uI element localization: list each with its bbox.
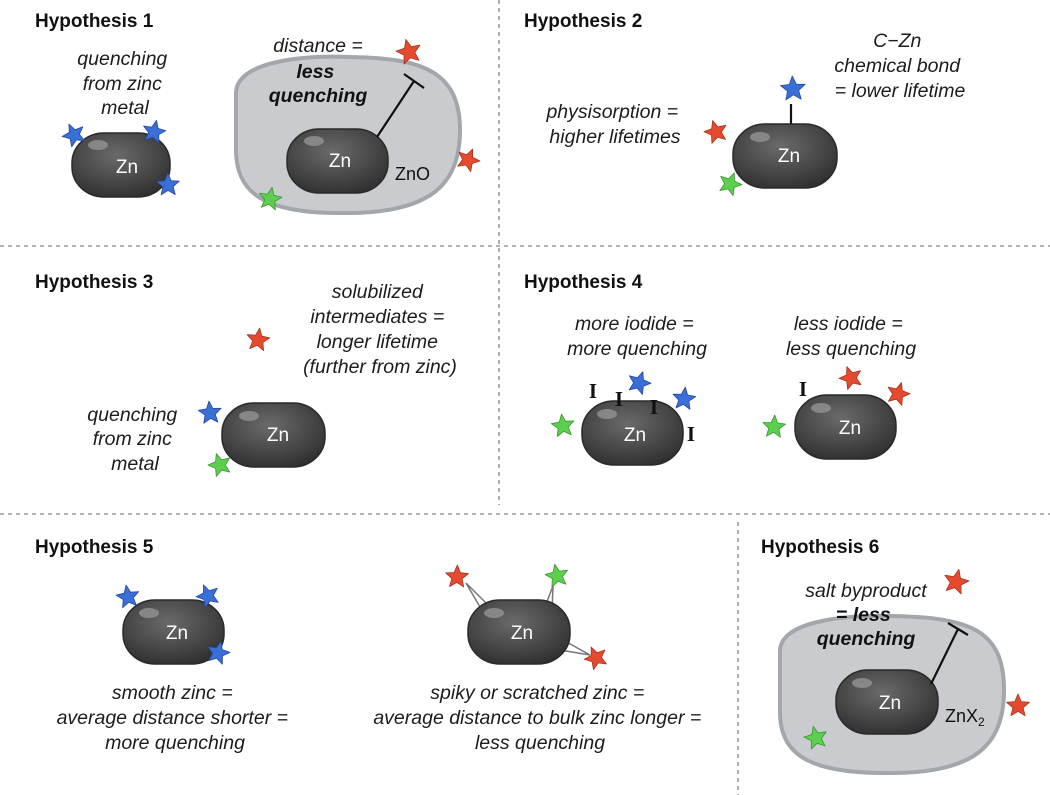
hypothesis-4-note-left: more iodide = more quenching	[567, 313, 707, 360]
hypothesis-1-title: Hypothesis 1	[35, 11, 154, 32]
red-star-icon	[703, 120, 727, 144]
red-star-icon	[1006, 693, 1030, 717]
hypothesis-3-note-top: solubilized intermediates = longer lifet…	[303, 281, 457, 378]
hypothesis-6-note: salt byproduct	[805, 580, 928, 602]
iodide-symbol: I	[799, 377, 807, 401]
zinc-label: Zn	[166, 623, 188, 644]
zinc-particle: Zn	[835, 669, 939, 735]
hypothesis-3-note-left: quenching from zinc metal	[87, 404, 182, 475]
znx2-label: ZnX2	[945, 706, 985, 729]
green-star-icon	[719, 172, 743, 197]
zinc-label: Zn	[267, 425, 289, 446]
hypothesis-3-title: Hypothesis 3	[35, 272, 153, 293]
green-star-icon	[803, 725, 827, 750]
zinc-label: Zn	[879, 693, 901, 714]
hypothesis-5-note-right: spiky or scratched zinc = average distan…	[373, 682, 706, 754]
blue-star-icon	[115, 584, 140, 609]
iodide-symbol: I	[615, 387, 623, 411]
red-star-icon	[246, 327, 271, 352]
red-star-icon	[944, 568, 970, 595]
distance-tether	[930, 622, 969, 685]
zinc-label: Zn	[624, 425, 646, 446]
hypothesis-2-note-left: physisorption = higher lifetimes	[545, 101, 683, 148]
hypothesis-2-title: Hypothesis 2	[524, 11, 642, 32]
panel-hypothesis-2: Hypothesis 2 physisorption = higher life…	[524, 11, 965, 197]
zinc-particle: Zn	[286, 128, 389, 194]
zinc-label: Zn	[329, 151, 351, 172]
panel-hypothesis-1: Hypothesis 1 quenching from zinc metal Z…	[35, 11, 481, 216]
red-star-icon	[838, 366, 862, 390]
blue-star-icon	[628, 371, 652, 395]
green-star-icon	[544, 563, 568, 588]
panel-hypothesis-5: Hypothesis 5 Zn smooth zinc = average di…	[35, 537, 706, 754]
hypothesis-5-title: Hypothesis 5	[35, 537, 154, 558]
hypothesis-5-note-left: smooth zinc = average distance shorter =…	[57, 682, 294, 754]
distance-tether	[376, 73, 425, 138]
panel-hypothesis-4: Hypothesis 4 more iodide = more quenchin…	[524, 272, 916, 466]
green-star-icon	[207, 453, 231, 477]
blue-star-icon	[61, 123, 85, 148]
zinc-particle: Zn	[467, 599, 571, 665]
green-star-icon	[550, 413, 575, 437]
zinc-label: Zn	[116, 157, 138, 178]
red-star-icon	[445, 564, 469, 588]
zinc-label: Zn	[839, 418, 861, 439]
red-star-icon	[887, 382, 911, 406]
zinc-particle: Zn	[71, 132, 171, 198]
zno-label: ZnO	[395, 164, 430, 184]
hypothesis-1-note-left: quenching from zinc metal	[77, 48, 172, 119]
iodide-symbol: I	[650, 395, 658, 419]
hypothesis-1-note-bold: less quenching	[269, 61, 368, 107]
panel-hypothesis-6: Hypothesis 6 salt byproduct = less quenc…	[761, 537, 1030, 776]
blue-star-icon	[207, 641, 231, 665]
iodide-symbol: I	[589, 379, 597, 403]
zinc-label: Zn	[511, 623, 533, 644]
blue-star-icon	[780, 75, 806, 101]
hypothesis-4-note-right: less iodide = less quenching	[786, 313, 916, 360]
hypothesis-6-note-bold: = less quenching	[817, 604, 916, 650]
hypothesis-6-title: Hypothesis 6	[761, 537, 879, 558]
zinc-particle: Zn	[581, 400, 684, 466]
iodide-symbol: I	[687, 422, 695, 446]
blue-star-icon	[195, 584, 219, 608]
blue-star-icon	[156, 172, 180, 196]
red-star-icon	[395, 39, 421, 65]
green-star-icon	[258, 186, 283, 211]
zinc-particle: Zn	[732, 123, 838, 189]
hypothesis-2-note-right: C−Zn chemical bond = lower lifetime	[834, 30, 965, 102]
hypothesis-4-title: Hypothesis 4	[524, 272, 643, 293]
blue-star-icon	[143, 119, 167, 144]
blue-star-icon	[672, 386, 697, 410]
zinc-label: Zn	[778, 146, 800, 167]
green-star-icon	[762, 414, 786, 438]
zinc-particle: Zn	[794, 394, 897, 460]
blue-star-icon	[197, 400, 222, 424]
zinc-particle: Zn	[122, 599, 225, 665]
zinc-particle: Zn	[221, 402, 326, 468]
panel-hypothesis-3: Hypothesis 3 solubilized intermediates =…	[35, 272, 457, 477]
hypothesis-1-note-right: distance =	[273, 35, 362, 57]
red-star-icon	[457, 148, 481, 173]
red-star-icon	[583, 646, 607, 671]
